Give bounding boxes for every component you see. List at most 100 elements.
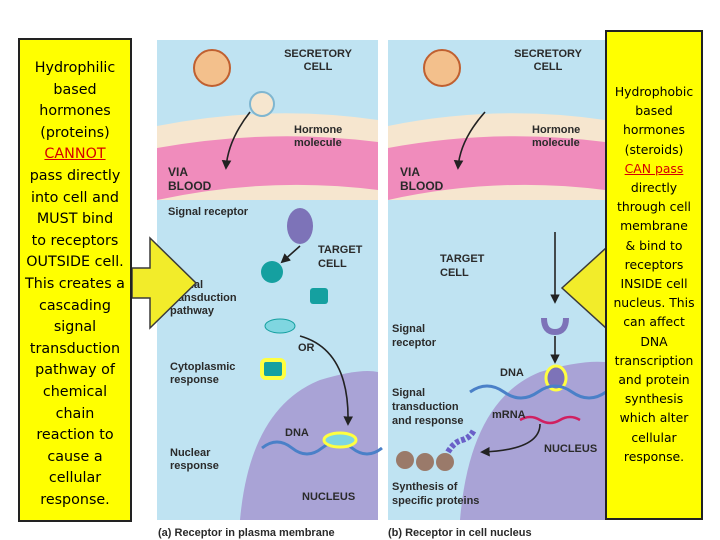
panel-a-target-label-2: CELL (318, 258, 347, 270)
note-left-line-15: pathway of (35, 362, 115, 379)
panel-a-nucleus (240, 371, 378, 520)
note-left-line-2: based (53, 81, 97, 98)
panel-b-synthesis-label-2: specific proteins (392, 495, 479, 507)
panel-a-secretory-label-2: CELL (304, 61, 333, 73)
note-right-line-6: directly (630, 180, 678, 196)
note-left-line-11: This creates a (25, 275, 125, 292)
panel-a-target-label-1: TARGET (318, 244, 363, 256)
panel-b-ribosome-3 (436, 453, 454, 471)
note-right-line-2: based (635, 103, 673, 119)
note-right-line-14: DNA (640, 333, 668, 349)
panel-a-signal-receptor-label: Signal receptor (168, 206, 249, 218)
note-left-line-3: hormones (39, 103, 111, 120)
note-right-line-17: synthesis (624, 391, 684, 407)
panel-b-dna-strand (469, 384, 607, 400)
panel-a-nuclear-label-2: response (170, 460, 219, 472)
note-left-line-8: MUST bind (36, 211, 114, 228)
note-right-line-8: membrane (620, 218, 688, 234)
panel-b-receptor (541, 317, 569, 336)
panel-b-via-label-2: BLOOD (400, 179, 444, 193)
note-left-line-6: pass directly (29, 167, 121, 184)
panel-b-secretory-label-2: CELL (534, 61, 563, 73)
note-right-line-4: (steroids) (624, 141, 684, 157)
note-left-line-19: cause a (47, 448, 103, 465)
note-right-line-7: through cell (617, 199, 691, 215)
panel-b-target-label-1: TARGET (440, 253, 485, 265)
panel-b-hormone-label-1: Hormone (532, 124, 580, 136)
note-right: Hydrophobic based hormones (steroids) CA… (605, 30, 703, 520)
note-left-line-12: cascading (39, 297, 111, 314)
note-right-line-19: cellular (631, 429, 677, 445)
panel-b-synthesis-label-1: Synthesis of (392, 481, 458, 493)
panel-b-secretory-vesicle (423, 49, 461, 87)
panel-a-transduction-label-3: pathway (170, 305, 215, 317)
note-right-line-20: response. (623, 448, 685, 464)
panel-a-dna-strand (261, 440, 383, 456)
note-left-line-18: reaction to (36, 427, 114, 444)
panel-b-ribosome-1 (396, 451, 414, 469)
panel-a-arrow-3 (299, 335, 354, 426)
note-right-line-3: hormones (623, 122, 685, 138)
panel-a-cytoplasmic-label-1: Cytoplasmic (170, 361, 235, 373)
panel-b-mrna-strand (519, 415, 581, 425)
note-left-line-9: to receptors (31, 232, 119, 249)
note-left-line-4: (proteins) (40, 124, 110, 141)
panel-b-ribosome-2 (416, 453, 434, 471)
panel-a-caption: (a) Receptor in plasma membrane (158, 527, 335, 539)
panel-b-mrna-label: mRNA (492, 409, 526, 421)
panel-a-hormone-label-2: molecule (294, 137, 342, 149)
panel-b-hormone-receptor-complex (544, 364, 568, 392)
note-right-line-15: transcription (614, 352, 694, 368)
note-right-line-11: INSIDE cell (620, 276, 688, 292)
panel-a-relay-molecule-1 (261, 261, 283, 283)
panel-a-arrow-1 (221, 111, 251, 170)
note-left-line-21: response. (40, 491, 110, 508)
panel-a-nucleus-label: NUCLEUS (302, 491, 355, 503)
note-right-line-10: receptors (624, 256, 684, 272)
note-right-line-9: & bind to (625, 237, 683, 253)
note-right-line-13: can affect (623, 314, 685, 330)
note-left-line-13: signal (53, 319, 97, 336)
panel-a-secretory-label-1: SECRETORY (284, 48, 353, 60)
panel-b-via-label-1: VIA (400, 165, 420, 179)
note-left-line-10: OUTSIDE cell. (26, 254, 124, 271)
panel-b-arrow-1 (453, 111, 486, 170)
panel-b-target-label-2: CELL (440, 267, 469, 279)
panel-a-via-label-2: BLOOD (168, 179, 212, 193)
panel-a-secretory-vesicle (193, 49, 231, 87)
panel-b-nucleus (460, 361, 605, 520)
panel-b-receptor-label-2: receptor (392, 337, 437, 349)
panel-a-cytoplasmic-label-2: response (170, 374, 219, 386)
note-left-line-7: into cell and (31, 189, 119, 206)
panel-b-secretory-label-1: SECRETORY (514, 48, 583, 60)
panel-b-dna-label: DNA (500, 367, 524, 379)
panel-a-transduction-label-2: transduction (170, 292, 237, 304)
panel-a-transcription-factor (322, 431, 358, 449)
panel-a-via-label-1: VIA (168, 165, 188, 179)
panel-a-relay-molecule-2 (310, 288, 328, 304)
panel-b-transduction-label-3: and response (392, 415, 464, 427)
note-left: Hydrophilic based hormones (proteins) CA… (18, 38, 132, 522)
note-left-line-14: transduction (29, 340, 121, 357)
panel-b-hormone-label-2: molecule (532, 137, 580, 149)
panel-a-dna-label: DNA (285, 427, 309, 439)
note-right-line-12: nucleus. This (613, 295, 695, 311)
note-right-line-5: CAN pass (624, 160, 684, 176)
panel-a-relay-molecule-3 (264, 318, 296, 334)
panel-b-protein-chain (445, 428, 477, 454)
panel-a-nuclear-label-1: Nuclear (170, 447, 211, 459)
panel-b-caption: (b) Receptor in cell nucleus (388, 527, 532, 539)
panel-a-arrow-2 (280, 245, 301, 264)
